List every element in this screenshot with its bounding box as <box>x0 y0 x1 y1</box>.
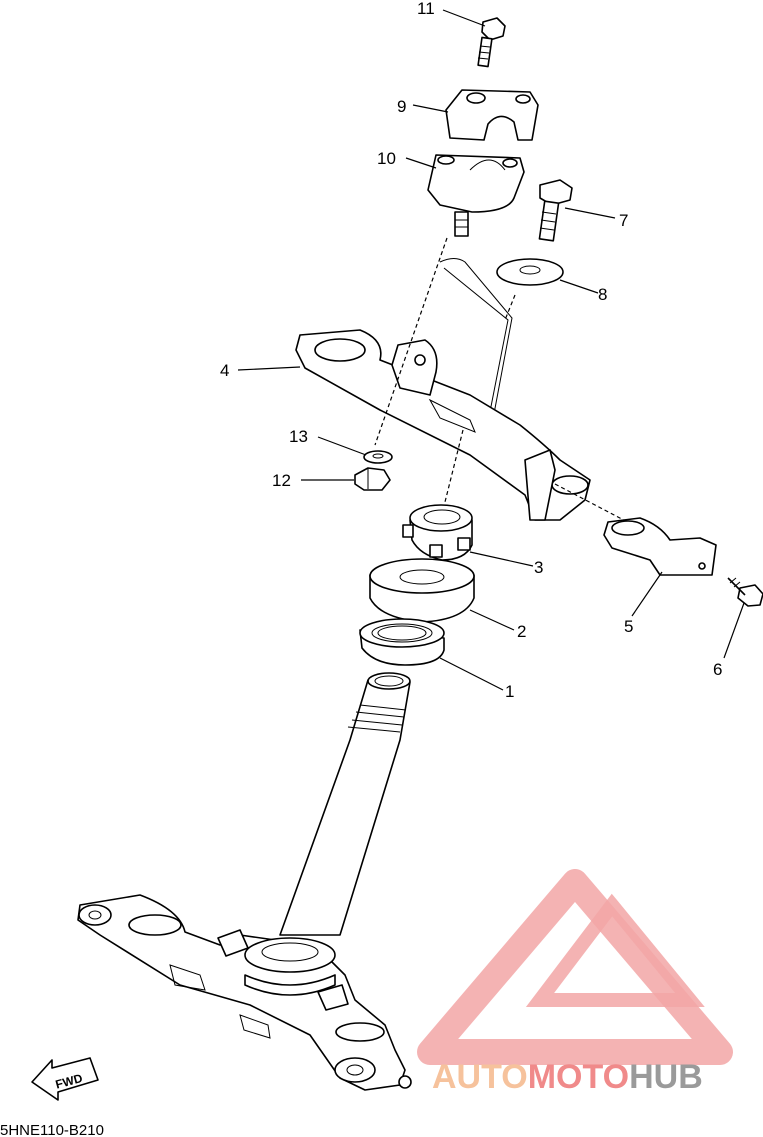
part-4-upper-bracket <box>295 329 591 521</box>
watermark-logo <box>417 869 733 1065</box>
callout-13: 13 <box>289 427 308 446</box>
watermark-text: AUTOMOTOHUB <box>432 1058 703 1096</box>
callout-11: 11 <box>417 0 435 18</box>
callout-7: 7 <box>619 211 628 230</box>
part-1-bearing <box>359 618 445 666</box>
fwd-arrow: FWD <box>31 1057 99 1101</box>
callout-10: 10 <box>377 149 396 168</box>
watermark-auto: AUTO <box>432 1058 528 1096</box>
callout-2: 2 <box>517 622 526 641</box>
callout-1: 1 <box>505 682 514 701</box>
watermark-hub: HUB <box>629 1058 703 1096</box>
part-3-ring-nut <box>402 504 473 561</box>
steering-stem <box>279 672 411 936</box>
fwd-label: FWD <box>54 1071 84 1092</box>
callout-9: 9 <box>397 97 406 116</box>
part-13-washer <box>363 450 393 464</box>
part-5-bracket <box>603 517 717 576</box>
part-8-washer <box>496 258 564 286</box>
part-11-bolt <box>477 17 506 68</box>
part-12-nut <box>354 467 391 491</box>
callout-5: 5 <box>624 617 633 636</box>
callout-4: 4 <box>220 361 229 380</box>
callout-12: 12 <box>272 471 291 490</box>
leader-lines <box>237 9 745 691</box>
callout-8: 8 <box>598 285 607 304</box>
callout-6: 6 <box>713 660 722 679</box>
under-bracket <box>77 894 412 1091</box>
wire-clip <box>439 258 513 441</box>
part-6-screw <box>727 577 763 607</box>
part-9-upper-holder <box>445 89 539 141</box>
part-7-bolt <box>538 179 573 242</box>
callout-3: 3 <box>534 558 543 577</box>
part-2-seal <box>369 558 475 623</box>
svg-text:AUTOMOTOHUB: AUTOMOTOHUB <box>432 1058 703 1096</box>
watermark-moto: MOTO <box>528 1058 629 1096</box>
callout-labels: 11 9 10 7 8 4 13 12 3 2 1 5 6 <box>220 0 722 701</box>
diagram-code: 5HNE110-B210 <box>0 1122 104 1137</box>
part-10-lower-holder <box>427 154 525 237</box>
